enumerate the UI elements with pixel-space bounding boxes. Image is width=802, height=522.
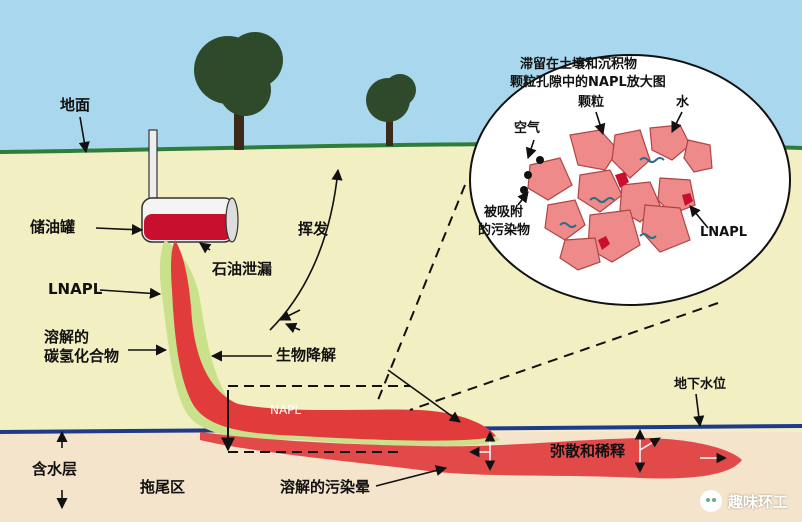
leader-arrows [56,111,709,510]
adsorbed-label-line2: 的污染物 [478,223,531,238]
soil-grains [527,124,713,271]
dissolved-plume-label: 溶解的污染晕 [280,478,371,496]
napl-droplets [598,172,693,250]
volatilization-label: 挥发 [298,220,329,238]
dissolved-hydrocarbons-label: 溶解的 碳氢化合物 [44,328,120,365]
napl-label: NAPL [270,403,302,417]
tree-large-icon [194,32,283,150]
watermark-text: 趣味环工 [727,492,788,511]
aquifer-label: 含水层 [32,460,78,478]
water-label: 水 [676,95,690,110]
air-label: 空气 [514,121,541,136]
water-films [559,157,665,239]
lnapl-label: LNAPL [48,280,103,298]
oil-leak-label: 石油泄漏 [212,260,273,278]
magnifier-callout [377,54,791,411]
wechat-icon [699,490,722,512]
storage-tank-label: 储油罐 [30,218,76,236]
tree-small-icon [366,74,416,146]
ground-label: 地面 [60,96,91,114]
dispersion-dilution-label: 弥散和稀释 [550,442,626,460]
dispersion-arrows [468,428,728,474]
water-table-label: 地下水位 [674,377,727,392]
magnifier-title-line1: 滞留在土壤和沉积物 [520,57,638,72]
grain-label: 颗粒 [578,95,605,110]
watermark: 趣味环工 [699,490,788,512]
adsorbed-label-line1: 被吸附 [484,205,524,220]
tailing-zone-label: 拖尾区 [140,478,186,496]
biodegradation-label: 生物降解 [276,346,337,364]
magnifier-lnapl-label: LNAPL [700,225,748,240]
napl-plume [171,240,496,441]
tailing-zone-brackets [221,385,410,453]
storage-tank-icon [141,129,239,243]
magnifier-title-line2: 颗粒孔隙中的NAPL放大图 [510,75,666,90]
